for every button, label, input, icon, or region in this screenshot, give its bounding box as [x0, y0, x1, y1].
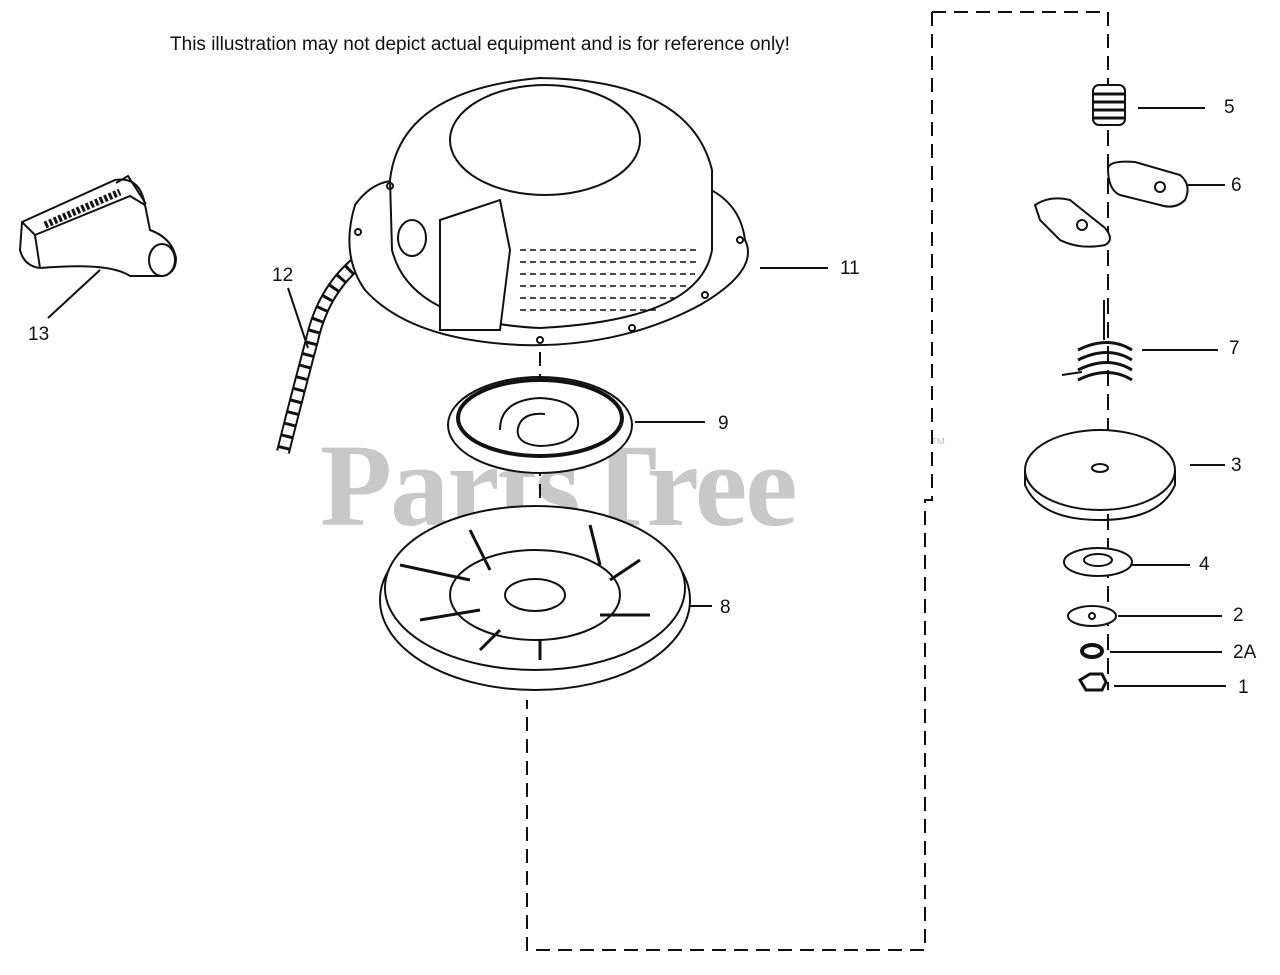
lock-washer-part [1080, 643, 1104, 659]
recoil-spring-part [447, 376, 633, 474]
callout-12: 12 [272, 265, 294, 286]
spacer-part [1063, 547, 1133, 577]
disclaimer-text: This illustration may not depict actual … [170, 34, 790, 55]
callout-7: 7 [1229, 338, 1240, 359]
pawls-part [1033, 160, 1189, 248]
leader-12 [287, 287, 309, 349]
callout-8: 8 [720, 597, 731, 618]
callout-4: 4 [1199, 554, 1210, 575]
hex-nut-part [1077, 672, 1108, 692]
leader-13 [47, 269, 101, 319]
callout-1: 1 [1238, 677, 1249, 698]
starter-housing-part [348, 76, 749, 347]
callout-11: 11 [840, 258, 860, 279]
retainer-cup-part [1024, 429, 1176, 522]
pawl-spring-part [1061, 300, 1133, 382]
callout-13: 13 [28, 324, 50, 345]
callout-5: 5 [1224, 97, 1235, 118]
washer-part [1067, 605, 1117, 627]
callout-3: 3 [1231, 455, 1242, 476]
rope-handle-part [18, 174, 178, 277]
callout-6: 6 [1231, 175, 1242, 196]
assembly-dashed-boundary [526, 11, 1109, 951]
watermark-trademark: ™ [930, 436, 946, 453]
callout-2: 2 [1233, 605, 1244, 626]
callout-2a: 2A [1233, 642, 1257, 663]
rope-pulley-part [379, 505, 691, 691]
callout-9: 9 [718, 413, 729, 434]
brake-spring-part [1092, 84, 1126, 126]
